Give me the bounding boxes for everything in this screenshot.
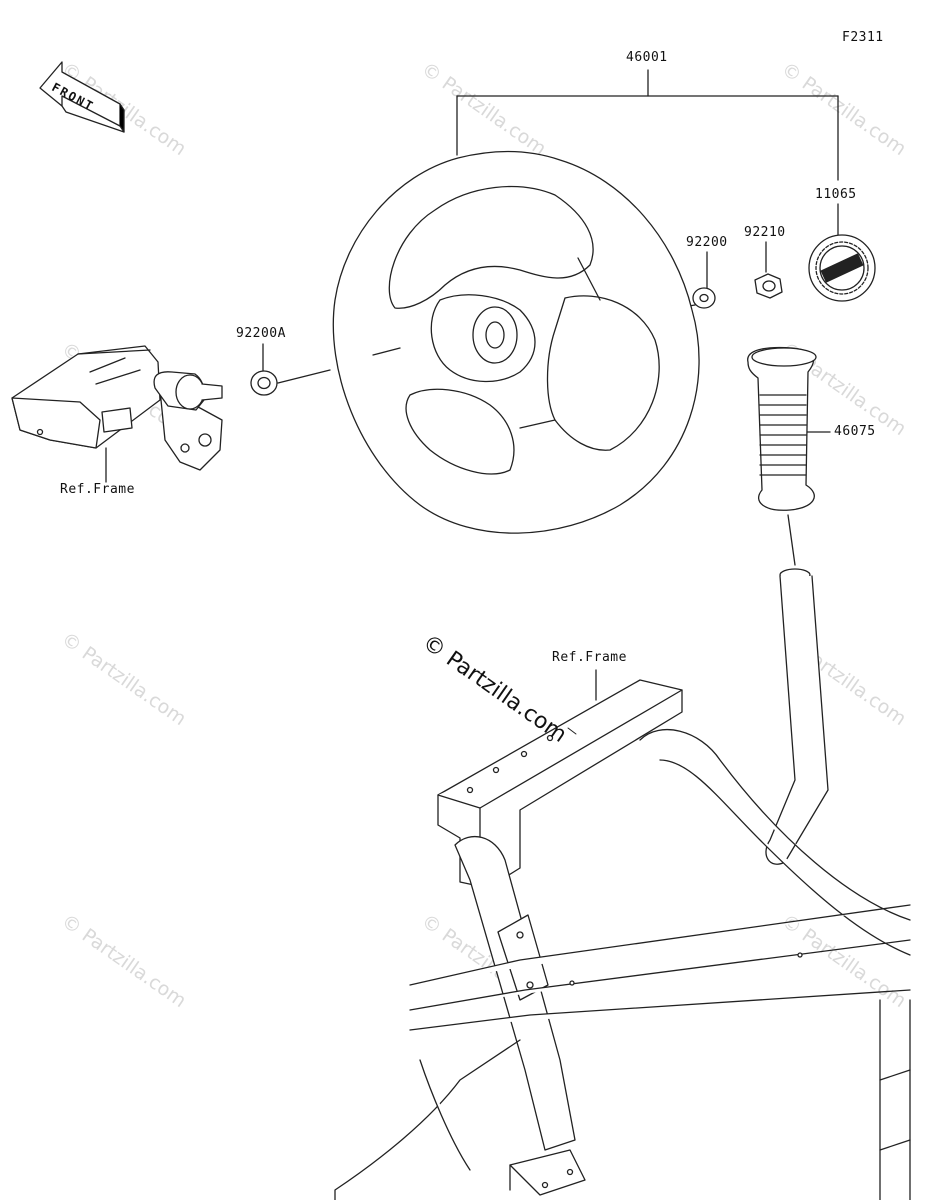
- part-number-11065[interactable]: 11065: [815, 187, 857, 202]
- ref-frame-label: Ref.Frame: [552, 650, 627, 665]
- watermark-big-line: [567, 727, 577, 735]
- part-number-46075[interactable]: 46075: [834, 424, 876, 439]
- part-number-92200a[interactable]: 92200A: [236, 326, 286, 341]
- horn-cap-11065: [808, 234, 876, 302]
- part-number-92210[interactable]: 92210: [744, 225, 786, 240]
- washer-92200: [692, 287, 716, 309]
- assembly-bracket: [456, 69, 839, 181]
- steering-column-frame: [11, 345, 223, 471]
- grip-46075: [747, 346, 817, 511]
- vehicle-frame: [334, 679, 911, 1200]
- nut-92210: [754, 273, 783, 299]
- front-arrow-icon: [39, 61, 125, 133]
- hand-lever-tube: [765, 568, 829, 865]
- steering-wheel: [332, 150, 700, 534]
- part-number-46001[interactable]: 46001: [626, 50, 668, 65]
- diagram-code: F2311: [842, 30, 884, 45]
- ref-frame-label: Ref.Frame: [60, 482, 135, 497]
- part-number-92200[interactable]: 92200: [686, 235, 728, 250]
- washer-92200a: [250, 370, 278, 396]
